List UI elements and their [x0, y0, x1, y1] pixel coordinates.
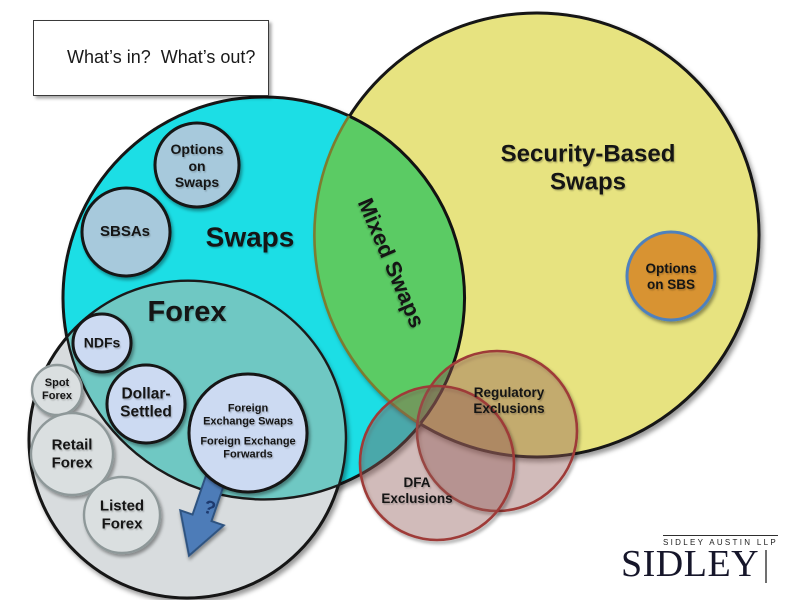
fx-swaps-forwards-label: Foreign Exchange Swaps Foreign Exchange … [193, 403, 303, 462]
sbsas-circle [80, 186, 172, 278]
dollar-settled-label: Dollar-Settled [120, 385, 172, 421]
dfa-exclusions-circle [358, 384, 516, 542]
security-based-swaps-label: Security-Based Swaps [500, 140, 676, 196]
dollar-settled-circle [105, 363, 187, 445]
sidley-firm-line: SIDLEY AUSTIN LLP [663, 535, 778, 547]
regulatory-exclusions-label: Regulatory Exclusions [473, 385, 545, 416]
fx-swaps-forwards-circle [187, 372, 309, 494]
retail-forex-label: Retail Forex [51, 436, 93, 471]
title-box: What’s in? What’s out? [33, 20, 270, 96]
mixed-swaps-right-border [313, 115, 421, 426]
options-on-swaps-label: Options on Swaps [170, 141, 224, 191]
sidley-logo: SIDLEY AUSTIN LLP SIDLEY [621, 535, 778, 583]
listed-forex-circle [82, 475, 162, 555]
forex-label: Forex [147, 295, 227, 328]
spot-forex-label: Spot Forex [42, 377, 72, 402]
ndfs-circle [71, 312, 133, 374]
options-on-sbs-circle [625, 230, 717, 322]
retail-forex-circle [29, 411, 115, 497]
mixed-swaps-lens [314, 116, 465, 424]
options-on-sbs-label: Options on SBS [645, 261, 697, 292]
options-on-swaps-circle [153, 121, 241, 209]
dfa-exclusions-label: DFA Exclusions [381, 475, 453, 506]
listed-forex-label: Listed Forex [99, 497, 145, 532]
title-text: What’s in? What’s out? [67, 47, 256, 67]
fx-forwards-label-bottom: Foreign Exchange Forwards [200, 435, 296, 461]
ndfs-label: NDFs [83, 334, 121, 351]
sidley-wordmark: SIDLEY [621, 543, 760, 585]
swaps-label: Swaps [205, 221, 295, 253]
fx-swaps-label-top: Foreign Exchange Swaps [203, 402, 293, 428]
sbsas-label: SBSAs [99, 223, 151, 241]
sidley-vertical-rule [765, 550, 768, 583]
